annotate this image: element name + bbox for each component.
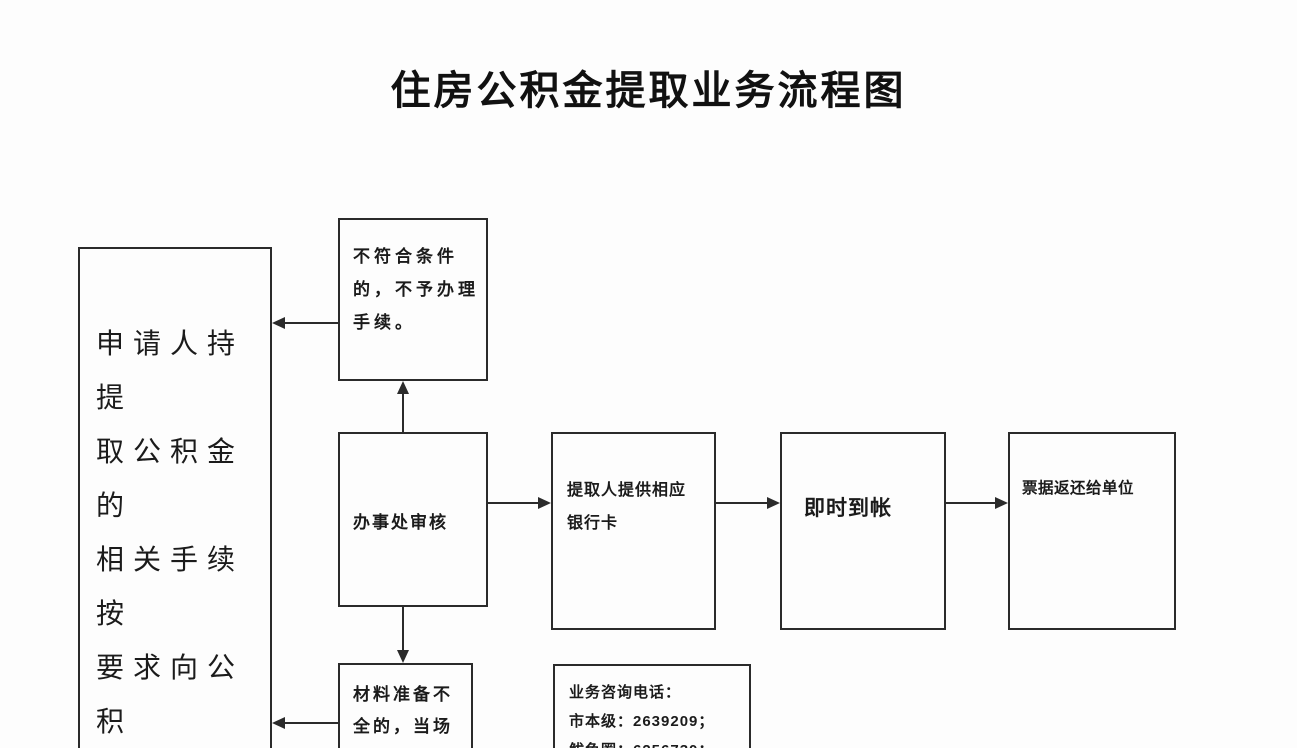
arrow-line-review-to-bankcard xyxy=(488,502,539,504)
arrow-line-bankcard-to-instant xyxy=(716,502,768,504)
incomplete-materials-line: 全的，当场 xyxy=(353,717,453,736)
arrowhead-left-icon xyxy=(272,717,285,729)
review-box: 办事处审核 xyxy=(338,432,488,607)
bankcard-box: 提取人提供相应 银行卡 xyxy=(551,432,716,630)
arrow-line-reject-to-applicant xyxy=(285,322,338,324)
receipt-return-box: 票据返还给单位 xyxy=(1008,432,1176,630)
applicant-box-line: 要求向公积 xyxy=(96,652,245,737)
hotline-line: 市本级：2639209； xyxy=(569,713,715,730)
hotline-line: 鲅鱼圈：6256730； xyxy=(569,736,749,748)
incomplete-materials-line: 材料准备不 xyxy=(353,685,453,704)
arrowhead-up-icon xyxy=(397,381,409,394)
hotline-line: 业务咨询电话： xyxy=(569,684,682,701)
arrowhead-down-icon xyxy=(397,650,409,663)
arrowhead-right-icon xyxy=(995,497,1008,509)
bankcard-box-line: 提取人提供相应 xyxy=(567,482,687,499)
review-box-label: 办事处审核 xyxy=(353,513,448,532)
applicant-box-line: 相关手续按 xyxy=(96,544,245,629)
instant-credit-box: 即时到帐 xyxy=(780,432,946,630)
applicant-box-line: 取公积金的 xyxy=(96,436,245,521)
incomplete-materials-line: 告知补齐材 xyxy=(353,743,471,748)
arrowhead-right-icon xyxy=(538,497,551,509)
reject-box-line: 的，不予办理 xyxy=(353,280,479,299)
reject-box-line: 不符合条件 xyxy=(353,247,458,266)
arrow-line-review-to-incomplete xyxy=(402,607,404,651)
reject-box-line: 手续。 xyxy=(353,313,416,332)
applicant-box-line: 申请人持提 xyxy=(96,328,245,413)
hotline-box: 业务咨询电话： 市本级：2639209； 鲅鱼圈：6256730； xyxy=(553,664,751,748)
incomplete-materials-box: 材料准备不 全的，当场 告知补齐材 xyxy=(338,663,473,748)
applicant-box: 申请人持提 取公积金的 相关手续按 要求向公积 金管理中心 办事处报送 相关材料 xyxy=(78,247,272,748)
arrowhead-left-icon xyxy=(272,317,285,329)
bankcard-box-line: 银行卡 xyxy=(567,515,619,532)
arrow-line-review-to-reject xyxy=(402,393,404,432)
reject-box: 不符合条件 的，不予办理 手续。 xyxy=(338,218,488,381)
arrowhead-right-icon xyxy=(767,497,780,509)
instant-credit-box-label: 即时到帐 xyxy=(804,497,892,520)
arrow-line-instant-to-receipt xyxy=(946,502,996,504)
receipt-return-box-label: 票据返还给单位 xyxy=(1022,480,1135,497)
arrow-line-incomplete-to-applicant xyxy=(285,722,338,724)
page-title: 住房公积金提取业务流程图 xyxy=(390,69,907,113)
